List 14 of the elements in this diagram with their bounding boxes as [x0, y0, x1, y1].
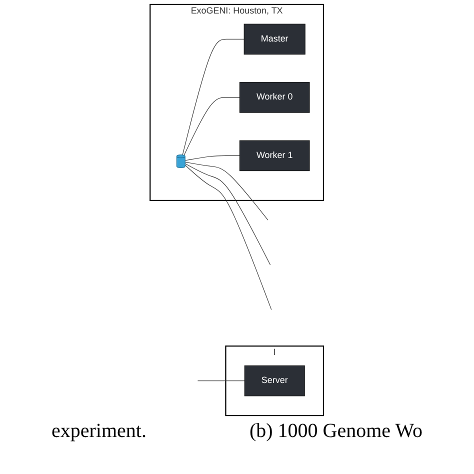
connector-line: [185, 163, 271, 266]
node-box: Master: [244, 24, 306, 55]
node-box: Worker 0: [240, 82, 310, 113]
node-box: Worker 1: [240, 140, 310, 172]
connector-line: [185, 155, 240, 161]
node-box: Server: [244, 365, 306, 396]
caption-text: experiment.: [52, 420, 146, 443]
node-cylinder: [176, 154, 186, 168]
connector-line: [185, 164, 272, 310]
connector-line: [198, 380, 246, 382]
connector-line: [184, 97, 240, 156]
caption-text: (b) 1000 Genome Wo: [249, 420, 422, 443]
connector-line: [182, 38, 245, 156]
connector-line: [185, 162, 268, 220]
